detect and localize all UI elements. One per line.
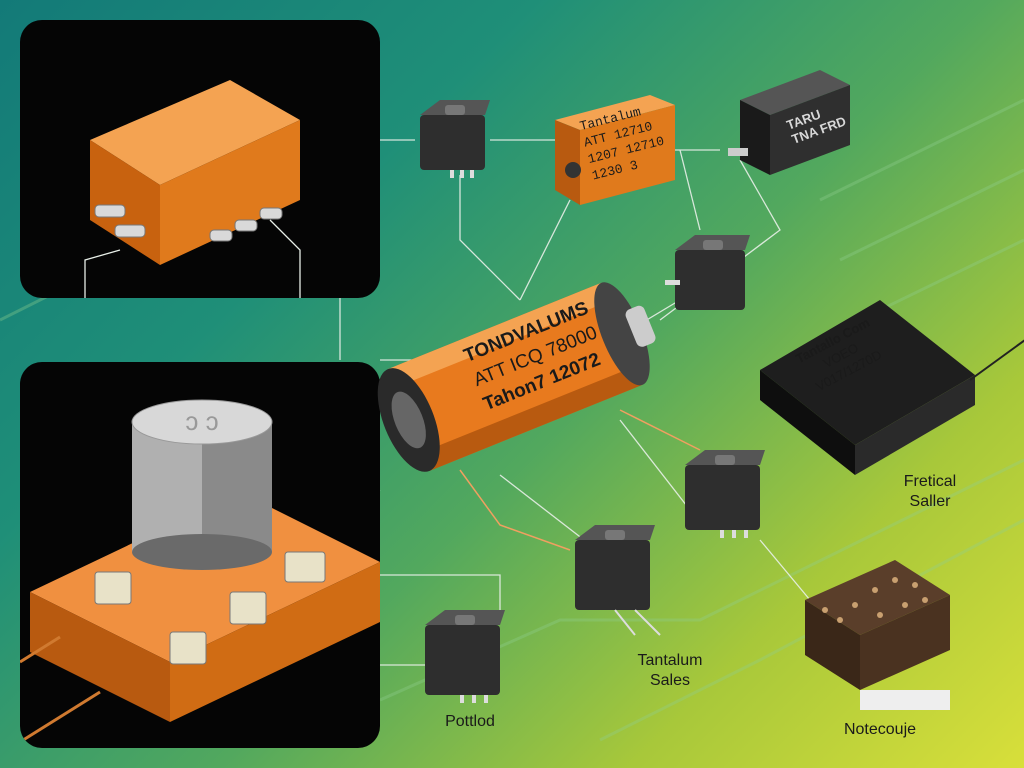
ic-chip xyxy=(575,525,661,636)
sensor-board-illustration: ↄ ↄ xyxy=(20,399,380,744)
sensor-board-panel: ↄ ↄ xyxy=(20,362,380,748)
ic-chip xyxy=(425,610,505,703)
relay-module-illustration xyxy=(84,80,301,298)
ic-chip xyxy=(665,235,750,310)
ic-chip xyxy=(420,100,490,178)
heat-sink xyxy=(805,560,950,710)
dark-module xyxy=(728,70,850,175)
tantalum-block xyxy=(555,95,675,205)
fretical-label: Fretical Saller xyxy=(903,473,957,510)
main-capacitor xyxy=(377,282,656,472)
notecoue-label: Notecouje xyxy=(843,721,917,738)
svg-text:ↄ ↄ: ↄ ↄ xyxy=(185,406,218,436)
relay-module-panel xyxy=(20,20,380,298)
flat-module xyxy=(760,300,1024,475)
potted-label: Pottlod xyxy=(445,713,495,730)
tantalum-sales-label: Tantalum Sales xyxy=(637,652,703,689)
ic-chip xyxy=(685,450,765,538)
